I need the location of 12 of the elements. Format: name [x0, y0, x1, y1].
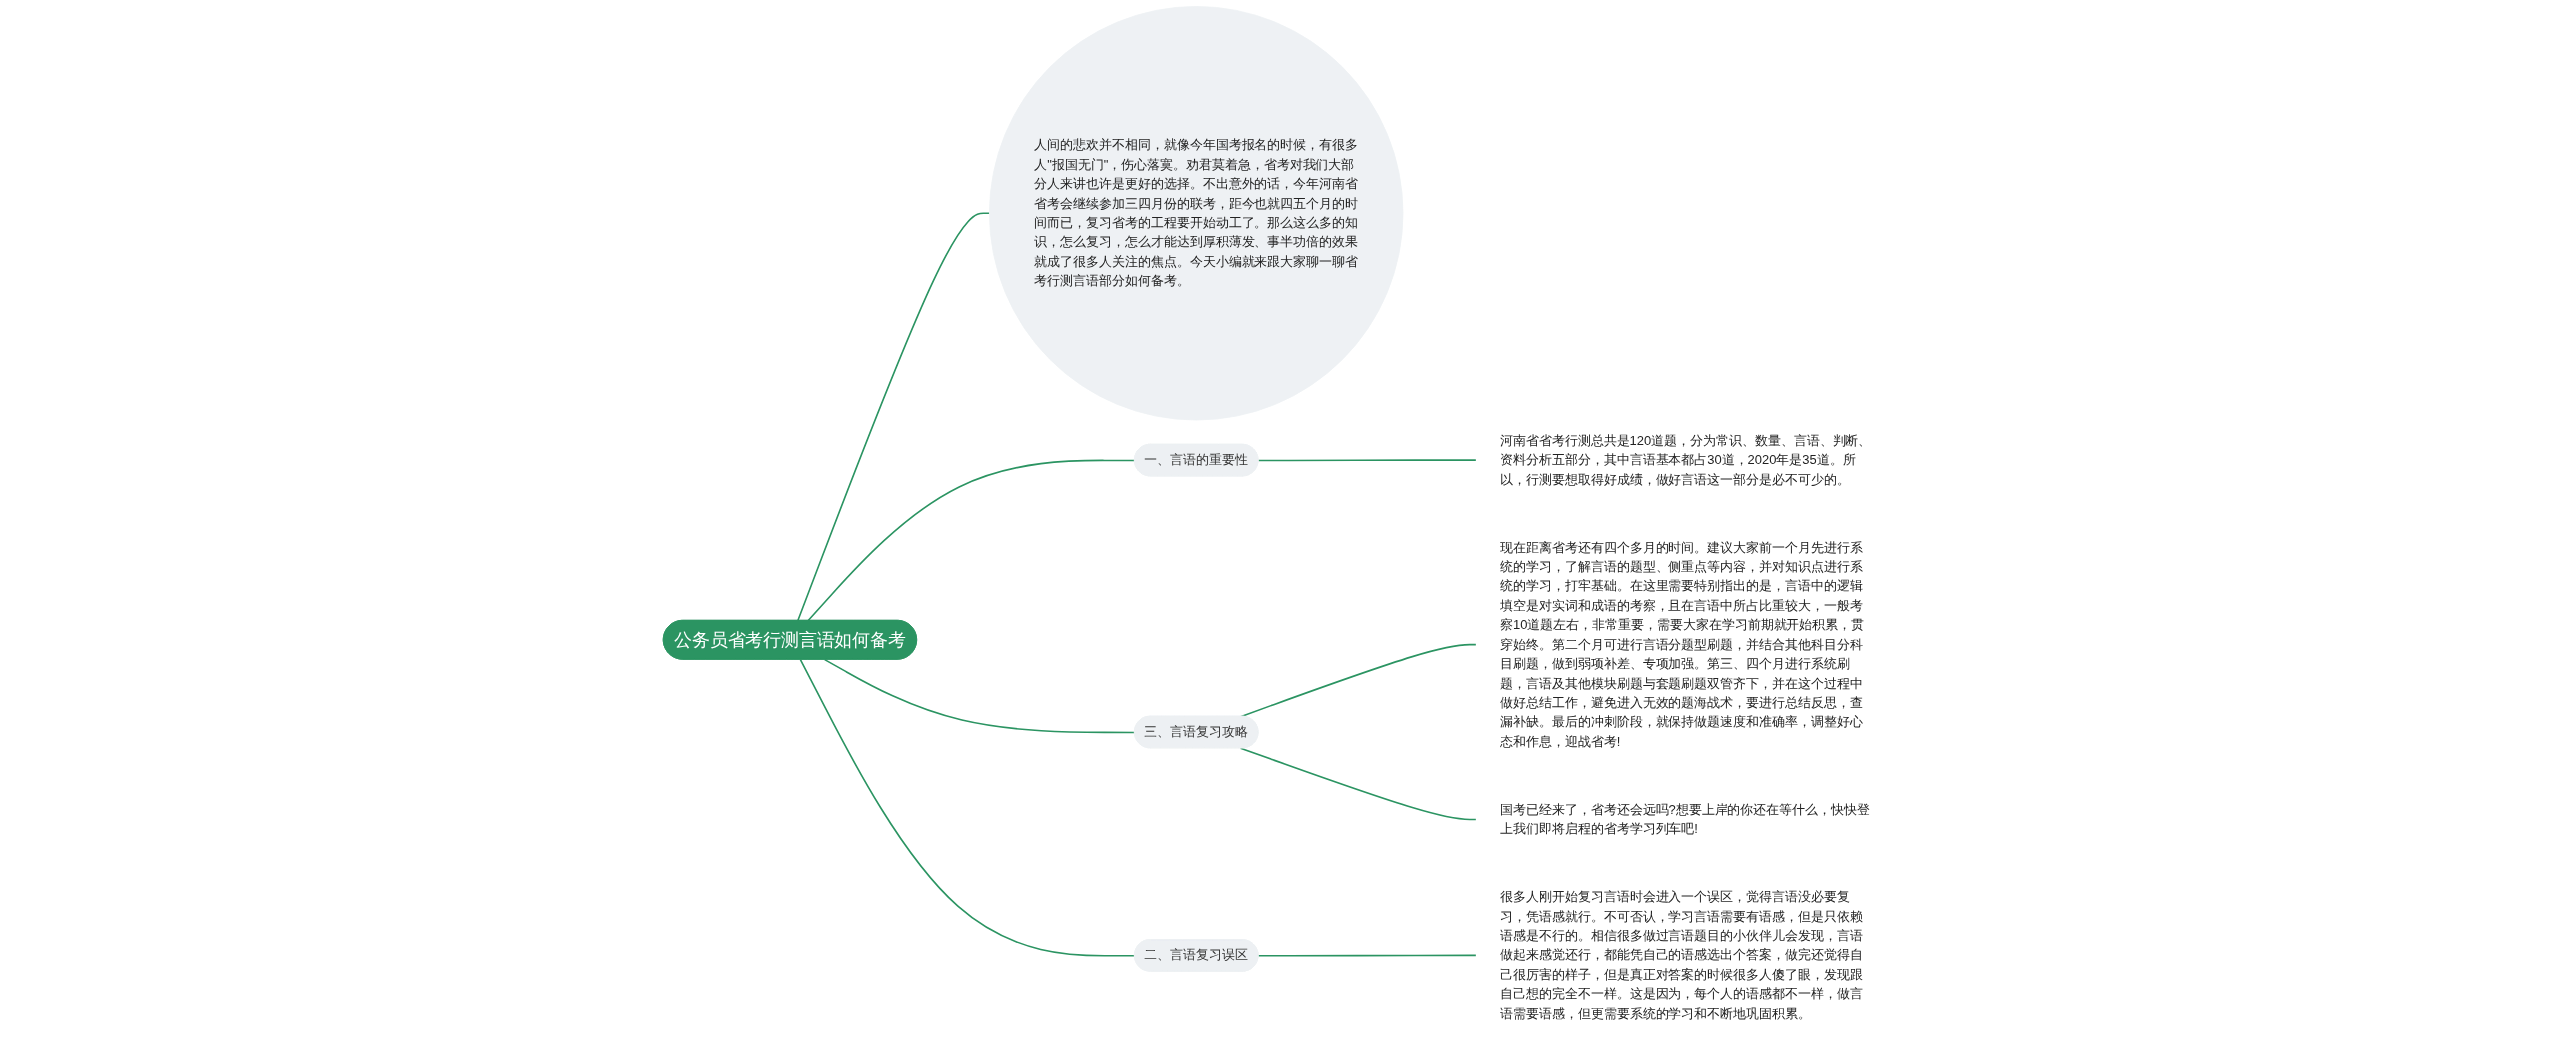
connector — [799, 658, 1136, 957]
connector — [807, 459, 1136, 622]
node-text: 河南省省考行测总共是120道题，分为常识、数量、言语、判断、资料分析五部分，其中言语基本都占30道，2020年是35道。所以，行测要想取得好成绩，做好言语这一部分是必不可少的。 — [1500, 433, 1872, 486]
node-text: 现在距离省考还有四个多月的时间。建议大家前一个月先进行系统的学习，了解言语的题型、侧重点等内容，并对知识点进行系统的学习，打牢基础。在这里需要特别指出的是，言语中的逻辑填空是对实词和成语的考察，且在言语中所占比重较大，一般考察10道题左右，非常重要，需要大家在学习前期就开始积累，贯穿始终。第二个月可进行言语分题型刷题，并结合其他科目分科目刷题，做到弱项补差、专项加强。第三、四个月进行系统刷题，言语及其他模块刷题与套题刷题双管齐下，并在这个过程中做好总结工作，避免进入无效的题海战术，要进行总结反思，查漏补缺。最后的冲刺阶段，就保持做题速度和准确率，调整好心态和作息，迎战省考! — [1500, 540, 1865, 749]
node-text: 很多人刚开始复习言语时会进入一个误区，觉得言语没必要复习，凭语感就行。不可否认，学习言语需要有语感，但是只依赖语感是不行的。相信很多做过言语题目的小伙伴儿会发现，言语做起来感觉还行，都能凭自己的语感选出个答案，做完还觉得自己很厉害的样子，但是真正对答案的时候很多人傻了眼，发现跟自己想的完全不一样。这是因为，每个人的语感都不一样，做言语需要语感，但更需要系统的学习和不断地巩固积累。 — [1500, 889, 1863, 1021]
connector — [1239, 747, 1477, 821]
connector — [823, 658, 1136, 734]
node-circle: 人间的悲欢并不相同，就像今年国考报名的时候，有很多人"报国无门"，伤心落寞。劝君莫着急，省考对我们大部分人来讲也许是更好的选择。不出意外的话，今年河南省省考会继续参加三四月份的联考，距今也就四五个月的时间而已，复习省考的工程要开始动工了。那么这么多的知识，怎么复习，怎么才能达到厚积薄发、事半功倍的效果就成了很多人关注的焦点。今天小编就来跟大家聊一聊省考行测言语部分如何备考。 — [989, 6, 1404, 421]
node-text: 国考已经来了，省考还会远吗?想要上岸的你还在等什么，快快登上我们即将启程的省考学习列车吧! — [1500, 802, 1870, 836]
connector — [797, 212, 991, 622]
connector — [1257, 459, 1477, 462]
connector — [1257, 954, 1477, 957]
